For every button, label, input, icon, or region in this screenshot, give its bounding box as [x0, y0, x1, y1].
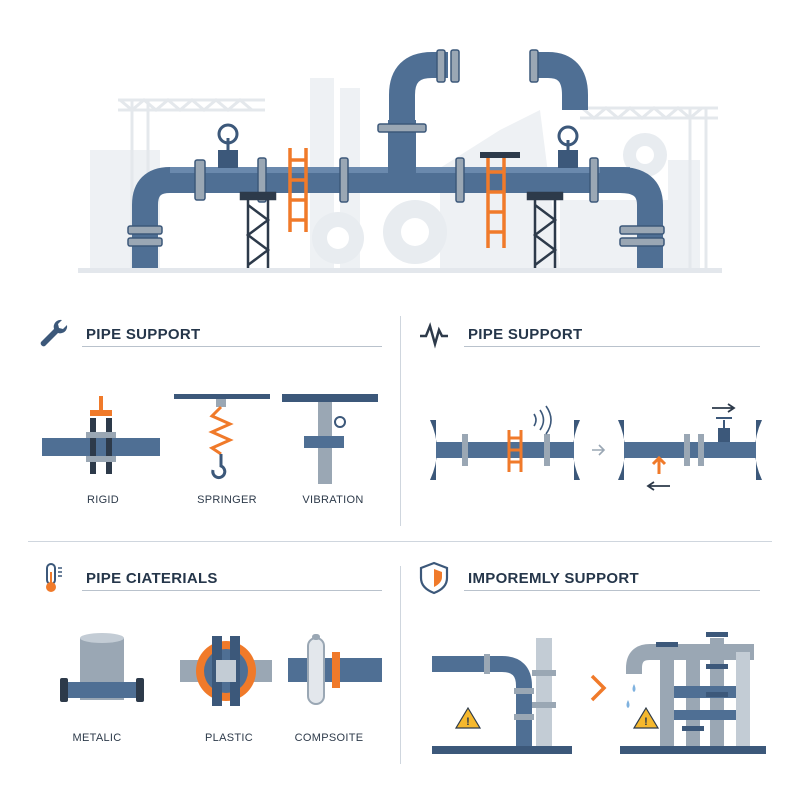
support-type-label-vibration: VIBRATION	[302, 494, 364, 506]
spring-hanger-illustration	[174, 394, 270, 480]
support-type-label-rigid: RIGID	[86, 494, 120, 506]
improper-support-comparison-illustration: ! !	[432, 632, 766, 754]
pipeline-hero-svg	[78, 49, 722, 273]
background-gears	[312, 133, 667, 264]
panel-title: PIPE CIATERIALS	[86, 570, 218, 587]
material-label-plastic: PLASTIC	[205, 732, 253, 744]
pipe-flanges	[127, 49, 665, 247]
truss-supports	[239, 191, 564, 268]
panel-pipe-support-vibration: PIPE SUPPORT	[410, 316, 772, 526]
background-factory	[90, 78, 700, 268]
wrench-icon	[40, 319, 68, 347]
divider-vertical-bottom	[400, 566, 401, 764]
warning-icon	[632, 706, 660, 729]
panel-pipe-materials: PIPE CIATERIALS METALIC PLASTIC COMPSOIT…	[28, 560, 400, 770]
orange-ladders	[288, 148, 506, 248]
material-label-composite: COMPSOITE	[294, 732, 364, 744]
chevron-right-icon	[590, 674, 607, 702]
panel-title: PIPE SUPPORT	[86, 326, 201, 343]
title-underline	[82, 346, 382, 347]
svg-text:!: !	[466, 716, 470, 728]
wave-icon	[420, 322, 448, 349]
divider-vertical-top	[400, 316, 401, 526]
panel-improper-support: IMPOREMLY SUPPORT !	[410, 560, 772, 770]
support-type-label-springer: SPRINGER	[197, 494, 257, 506]
panel-title: IMPOREMLY SUPPORT	[468, 570, 639, 587]
title-underline	[82, 590, 382, 591]
rigid-support-illustration	[42, 396, 160, 474]
title-underline	[464, 590, 760, 591]
pipeline-hero-illustration	[0, 0, 800, 300]
title-underline	[464, 346, 760, 347]
shield-icon	[419, 561, 449, 595]
svg-text:!: !	[644, 716, 648, 728]
plastic-pipe-illustration	[180, 636, 272, 706]
thermometer-icon	[46, 563, 62, 592]
divider-horizontal	[28, 541, 772, 542]
material-label-metallic: METALIC	[72, 732, 122, 744]
vibration-transfer-illustration	[430, 403, 762, 491]
panel-pipe-support-types: PIPE SUPPORT RIGID SPRINGER VIBRATION	[28, 316, 400, 526]
warning-icon	[454, 706, 482, 729]
arrow-right-icon	[592, 444, 606, 456]
metallic-pipe-illustration	[60, 633, 144, 702]
hero-valves	[217, 123, 579, 168]
panel-title: PIPE SUPPORT	[468, 326, 583, 343]
composite-pipe-illustration	[288, 634, 382, 705]
ground-line	[78, 268, 722, 273]
vibration-support-illustration	[282, 394, 378, 484]
